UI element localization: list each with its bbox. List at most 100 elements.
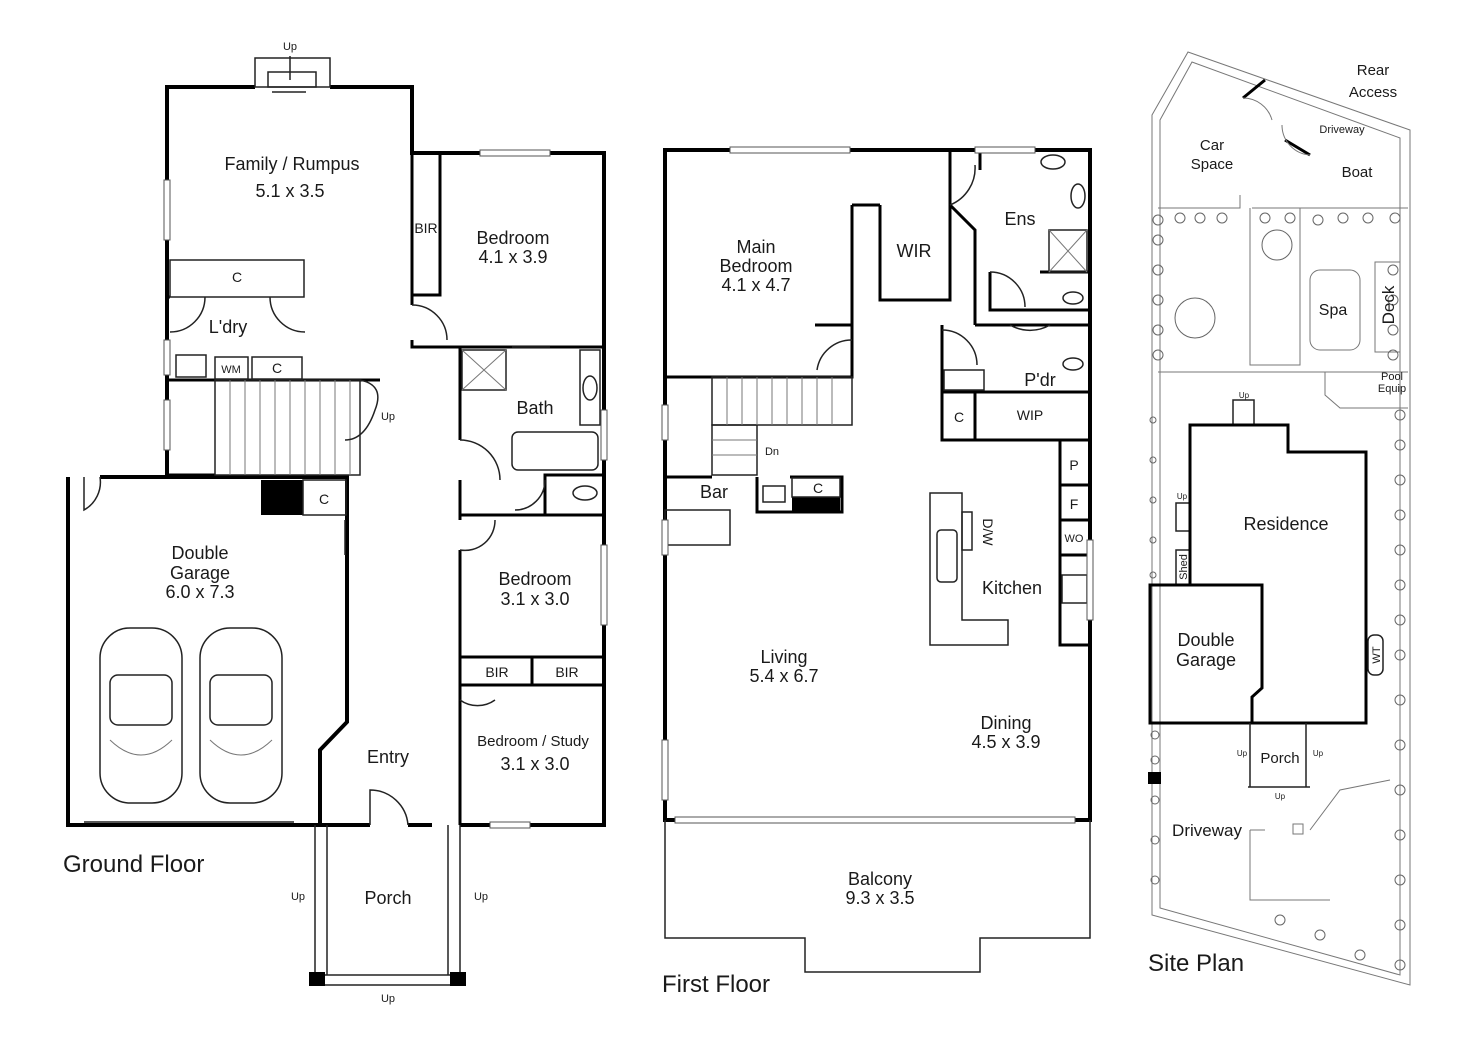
rear-step-inner xyxy=(267,71,317,88)
room-name: Family / Rumpus xyxy=(224,154,359,174)
stairs xyxy=(214,379,379,476)
closet-label: C xyxy=(232,269,242,285)
stairs-up-label: Up xyxy=(381,411,395,423)
room-name: Bedroom xyxy=(476,228,549,248)
meter-box xyxy=(1292,823,1304,835)
area-label: Pool xyxy=(1381,371,1403,383)
window xyxy=(163,179,171,241)
stairs-dn-label: Dn xyxy=(765,446,779,458)
room-dims: 4.1 x 3.9 xyxy=(478,247,547,267)
area-label: Porch xyxy=(1260,750,1299,767)
room-name: Balcony xyxy=(848,869,912,889)
window xyxy=(661,739,669,801)
basin xyxy=(1070,183,1086,209)
pdr-basin xyxy=(943,369,985,391)
floor-title: Ground Floor xyxy=(63,851,204,878)
site-plan: Rear Access Car Space Driveway Boat Spa … xyxy=(1148,51,1411,986)
toilet xyxy=(572,485,598,501)
dishwasher xyxy=(961,511,973,551)
garage-outline xyxy=(1148,583,1264,725)
up-label: Up xyxy=(1275,792,1286,801)
window xyxy=(974,146,1036,154)
kitchen-island xyxy=(929,492,1009,646)
ground-floor-walls xyxy=(66,85,606,827)
room-name: WIR xyxy=(897,241,932,261)
water-tank xyxy=(1367,634,1384,676)
closet xyxy=(169,259,305,298)
room-dims: 5.1 x 3.5 xyxy=(255,181,324,201)
room-name: BIR xyxy=(555,664,578,680)
deck xyxy=(1374,261,1401,353)
garden-beds xyxy=(1158,195,1408,409)
window xyxy=(1086,539,1094,621)
stairs xyxy=(711,376,853,476)
sink-icon xyxy=(936,529,958,583)
window xyxy=(479,149,551,157)
room-name: Garage xyxy=(170,563,230,583)
toilet xyxy=(1062,291,1084,305)
window xyxy=(661,519,669,556)
room-name: BIR xyxy=(414,220,437,236)
room-dims: 4.5 x 3.9 xyxy=(971,732,1040,752)
door-swing xyxy=(169,296,306,333)
area-label: Residence xyxy=(1243,514,1328,534)
interior-walls xyxy=(167,153,604,825)
room-dims: 9.3 x 3.5 xyxy=(845,888,914,908)
tree-icon xyxy=(1261,229,1293,261)
garage-storage xyxy=(261,480,303,515)
shower xyxy=(461,349,507,391)
area-label: WT xyxy=(1371,646,1383,663)
room-name: Bedroom / Study xyxy=(477,733,589,750)
area-label: Car xyxy=(1200,137,1224,154)
door-swing xyxy=(816,164,1051,371)
ground-floor-plan: Up C WM C Up C xyxy=(63,41,608,1005)
room-name: Bedroom xyxy=(498,569,571,589)
up-label: Up xyxy=(291,891,305,903)
tree-icon xyxy=(1174,297,1216,339)
laundry-cupboard xyxy=(251,356,303,380)
steps xyxy=(1175,502,1191,532)
up-label: Up xyxy=(1313,749,1324,758)
bar-counter xyxy=(664,509,731,546)
room-dims: 3.1 x 3.0 xyxy=(500,754,569,774)
car-icon xyxy=(99,627,183,804)
cooktop-icon xyxy=(1061,574,1088,604)
laundry-c-label: C xyxy=(272,360,282,376)
porch xyxy=(309,825,466,986)
window xyxy=(163,339,171,376)
up-label: Up xyxy=(1239,391,1250,400)
door-swing xyxy=(411,304,546,707)
up-label: Up xyxy=(474,891,488,903)
area-label: Boat xyxy=(1342,164,1374,181)
area-label: Double xyxy=(1177,630,1234,650)
site-plan-title: Site Plan xyxy=(1148,950,1244,977)
room-name: P'dr xyxy=(1024,370,1055,390)
shower-drain xyxy=(1048,229,1088,273)
room-name: Kitchen xyxy=(982,578,1042,598)
up-label: Up xyxy=(381,993,395,1005)
up-label: Up xyxy=(1177,492,1188,501)
room-name: C xyxy=(954,409,964,425)
window xyxy=(600,544,608,626)
room-name: Bedroom xyxy=(719,256,792,276)
toilet xyxy=(1062,357,1084,371)
area-label: Space xyxy=(1191,156,1234,173)
room-name: Bath xyxy=(516,398,553,418)
vanity xyxy=(579,349,601,426)
first-floor-plan: Dn C Main Bedroom 4.1 x 4.7 WIR Ens P'dr… xyxy=(661,146,1094,998)
room-name: Porch xyxy=(364,888,411,908)
floor-title: First Floor xyxy=(662,971,770,998)
up-label: Up xyxy=(283,41,297,53)
shrub-row xyxy=(1149,212,1406,971)
up-label: Up xyxy=(1237,749,1248,758)
room-dims: 4.1 x 4.7 xyxy=(721,275,790,295)
bar-cupboard xyxy=(791,477,841,498)
car-icon xyxy=(199,627,283,804)
garage-cupboard xyxy=(302,479,347,516)
room-dims: 3.1 x 3.0 xyxy=(500,589,569,609)
shower-drain xyxy=(461,349,507,391)
sliding-door xyxy=(674,816,1076,824)
bathtub xyxy=(511,431,599,471)
room-dims: 5.4 x 6.7 xyxy=(749,666,818,686)
garage-c-label: C xyxy=(319,491,329,507)
